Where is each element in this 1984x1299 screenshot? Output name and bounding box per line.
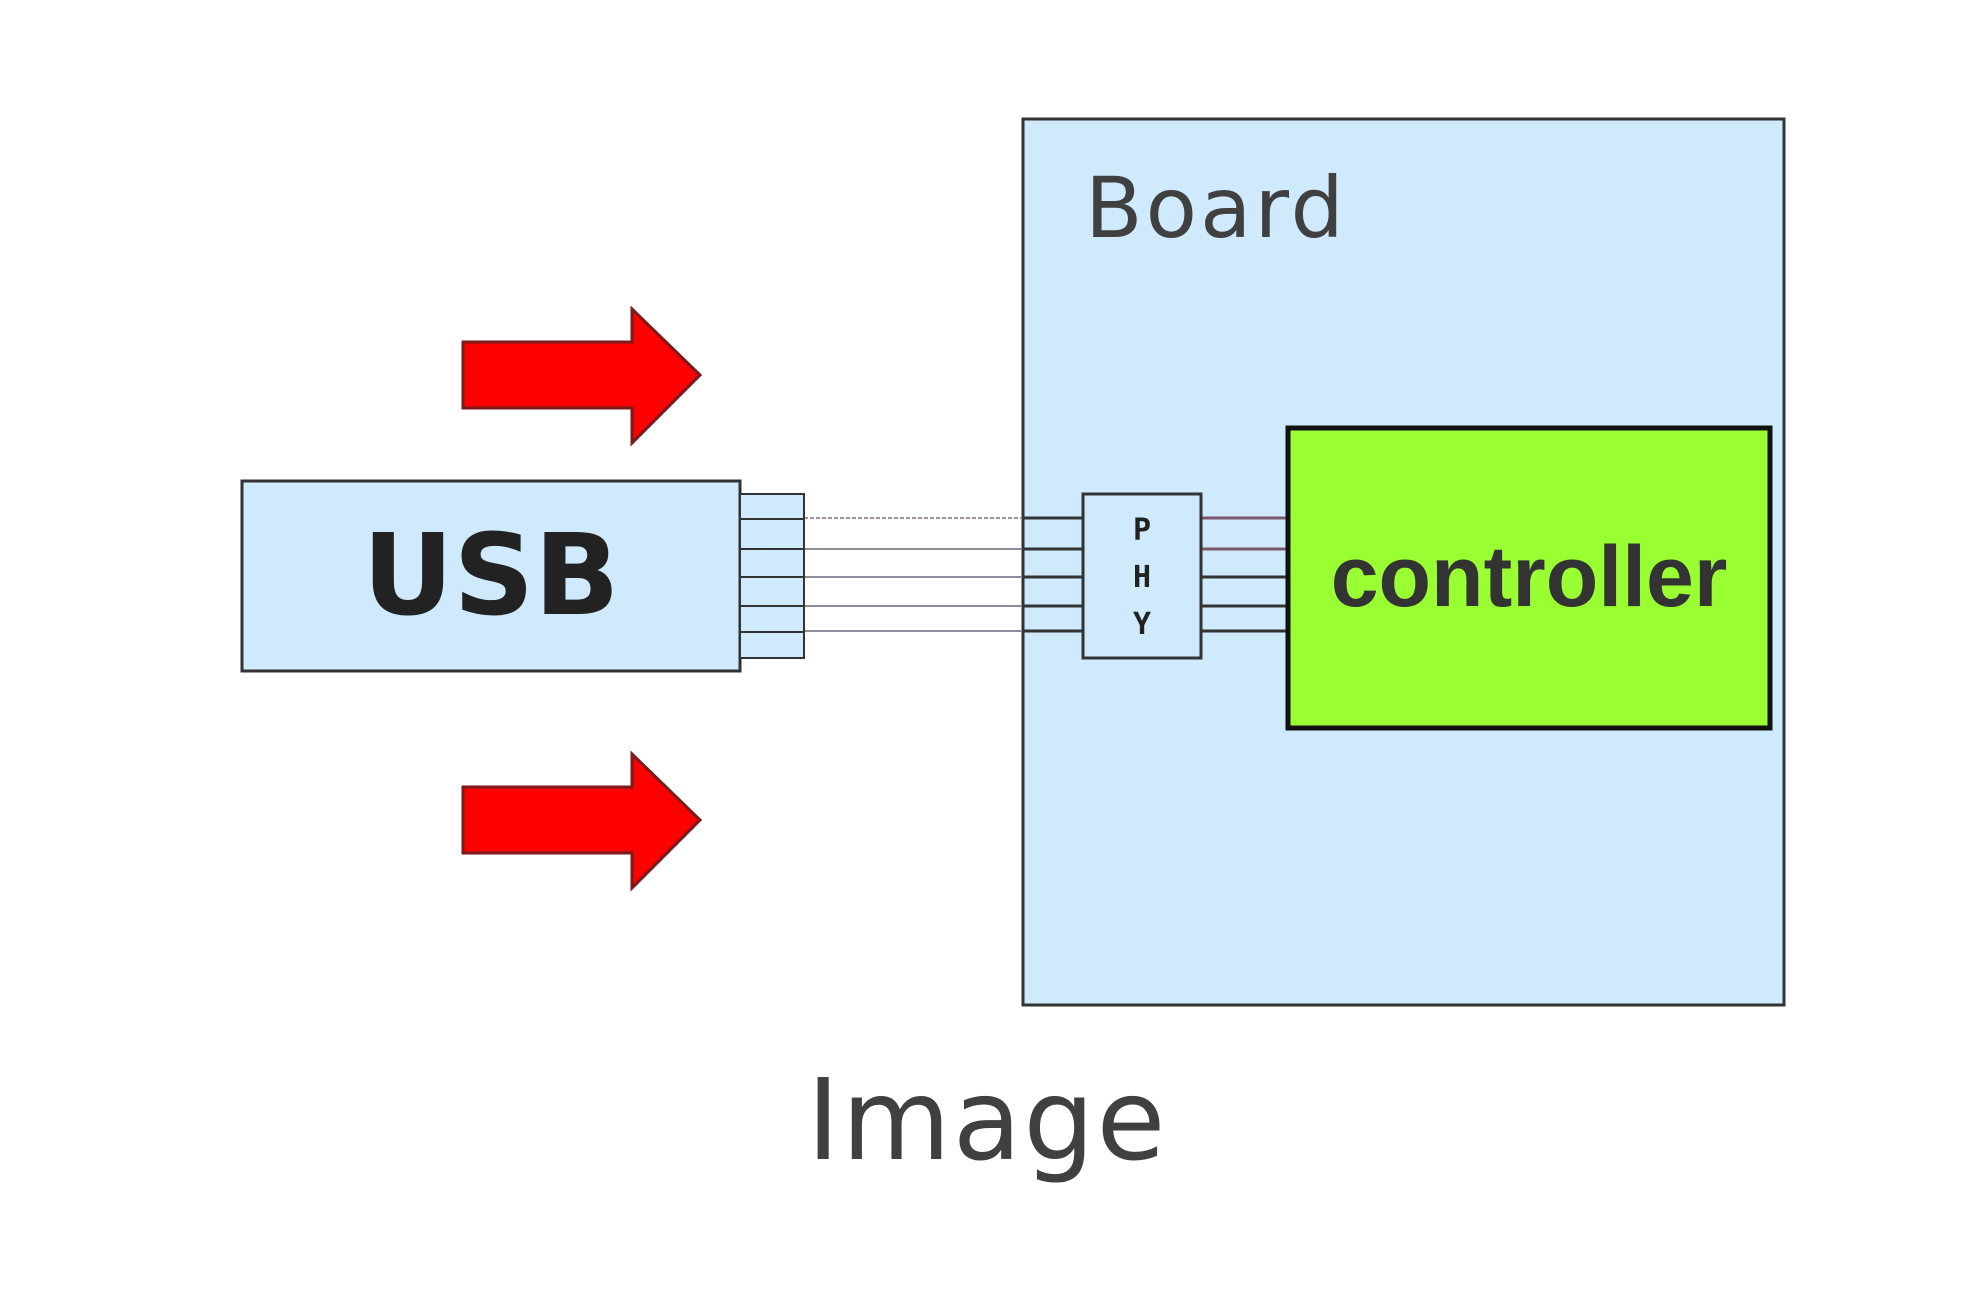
phy-letter-h: H (1133, 560, 1151, 595)
usb-label: USB (363, 511, 620, 641)
usb-body (240, 479, 742, 673)
right-arrow-icon (461, 305, 703, 447)
controller-rect (1285, 425, 1773, 731)
controller-label: controller (1331, 529, 1728, 625)
phy-block: P H Y (1081, 492, 1203, 660)
usb-stick: USB (240, 479, 805, 673)
phy-letter-p: P (1133, 513, 1151, 548)
usb-connector (739, 493, 805, 659)
figure-caption: Image (807, 1056, 1168, 1186)
controller: controller (1285, 425, 1773, 731)
controller-wires (1201, 516, 1288, 633)
usb-wires (804, 516, 1083, 633)
phy-letter-y: Y (1133, 607, 1151, 642)
phy-rect (1081, 492, 1203, 660)
right-arrow-icon (461, 750, 703, 892)
board-label: Board (1085, 159, 1347, 257)
